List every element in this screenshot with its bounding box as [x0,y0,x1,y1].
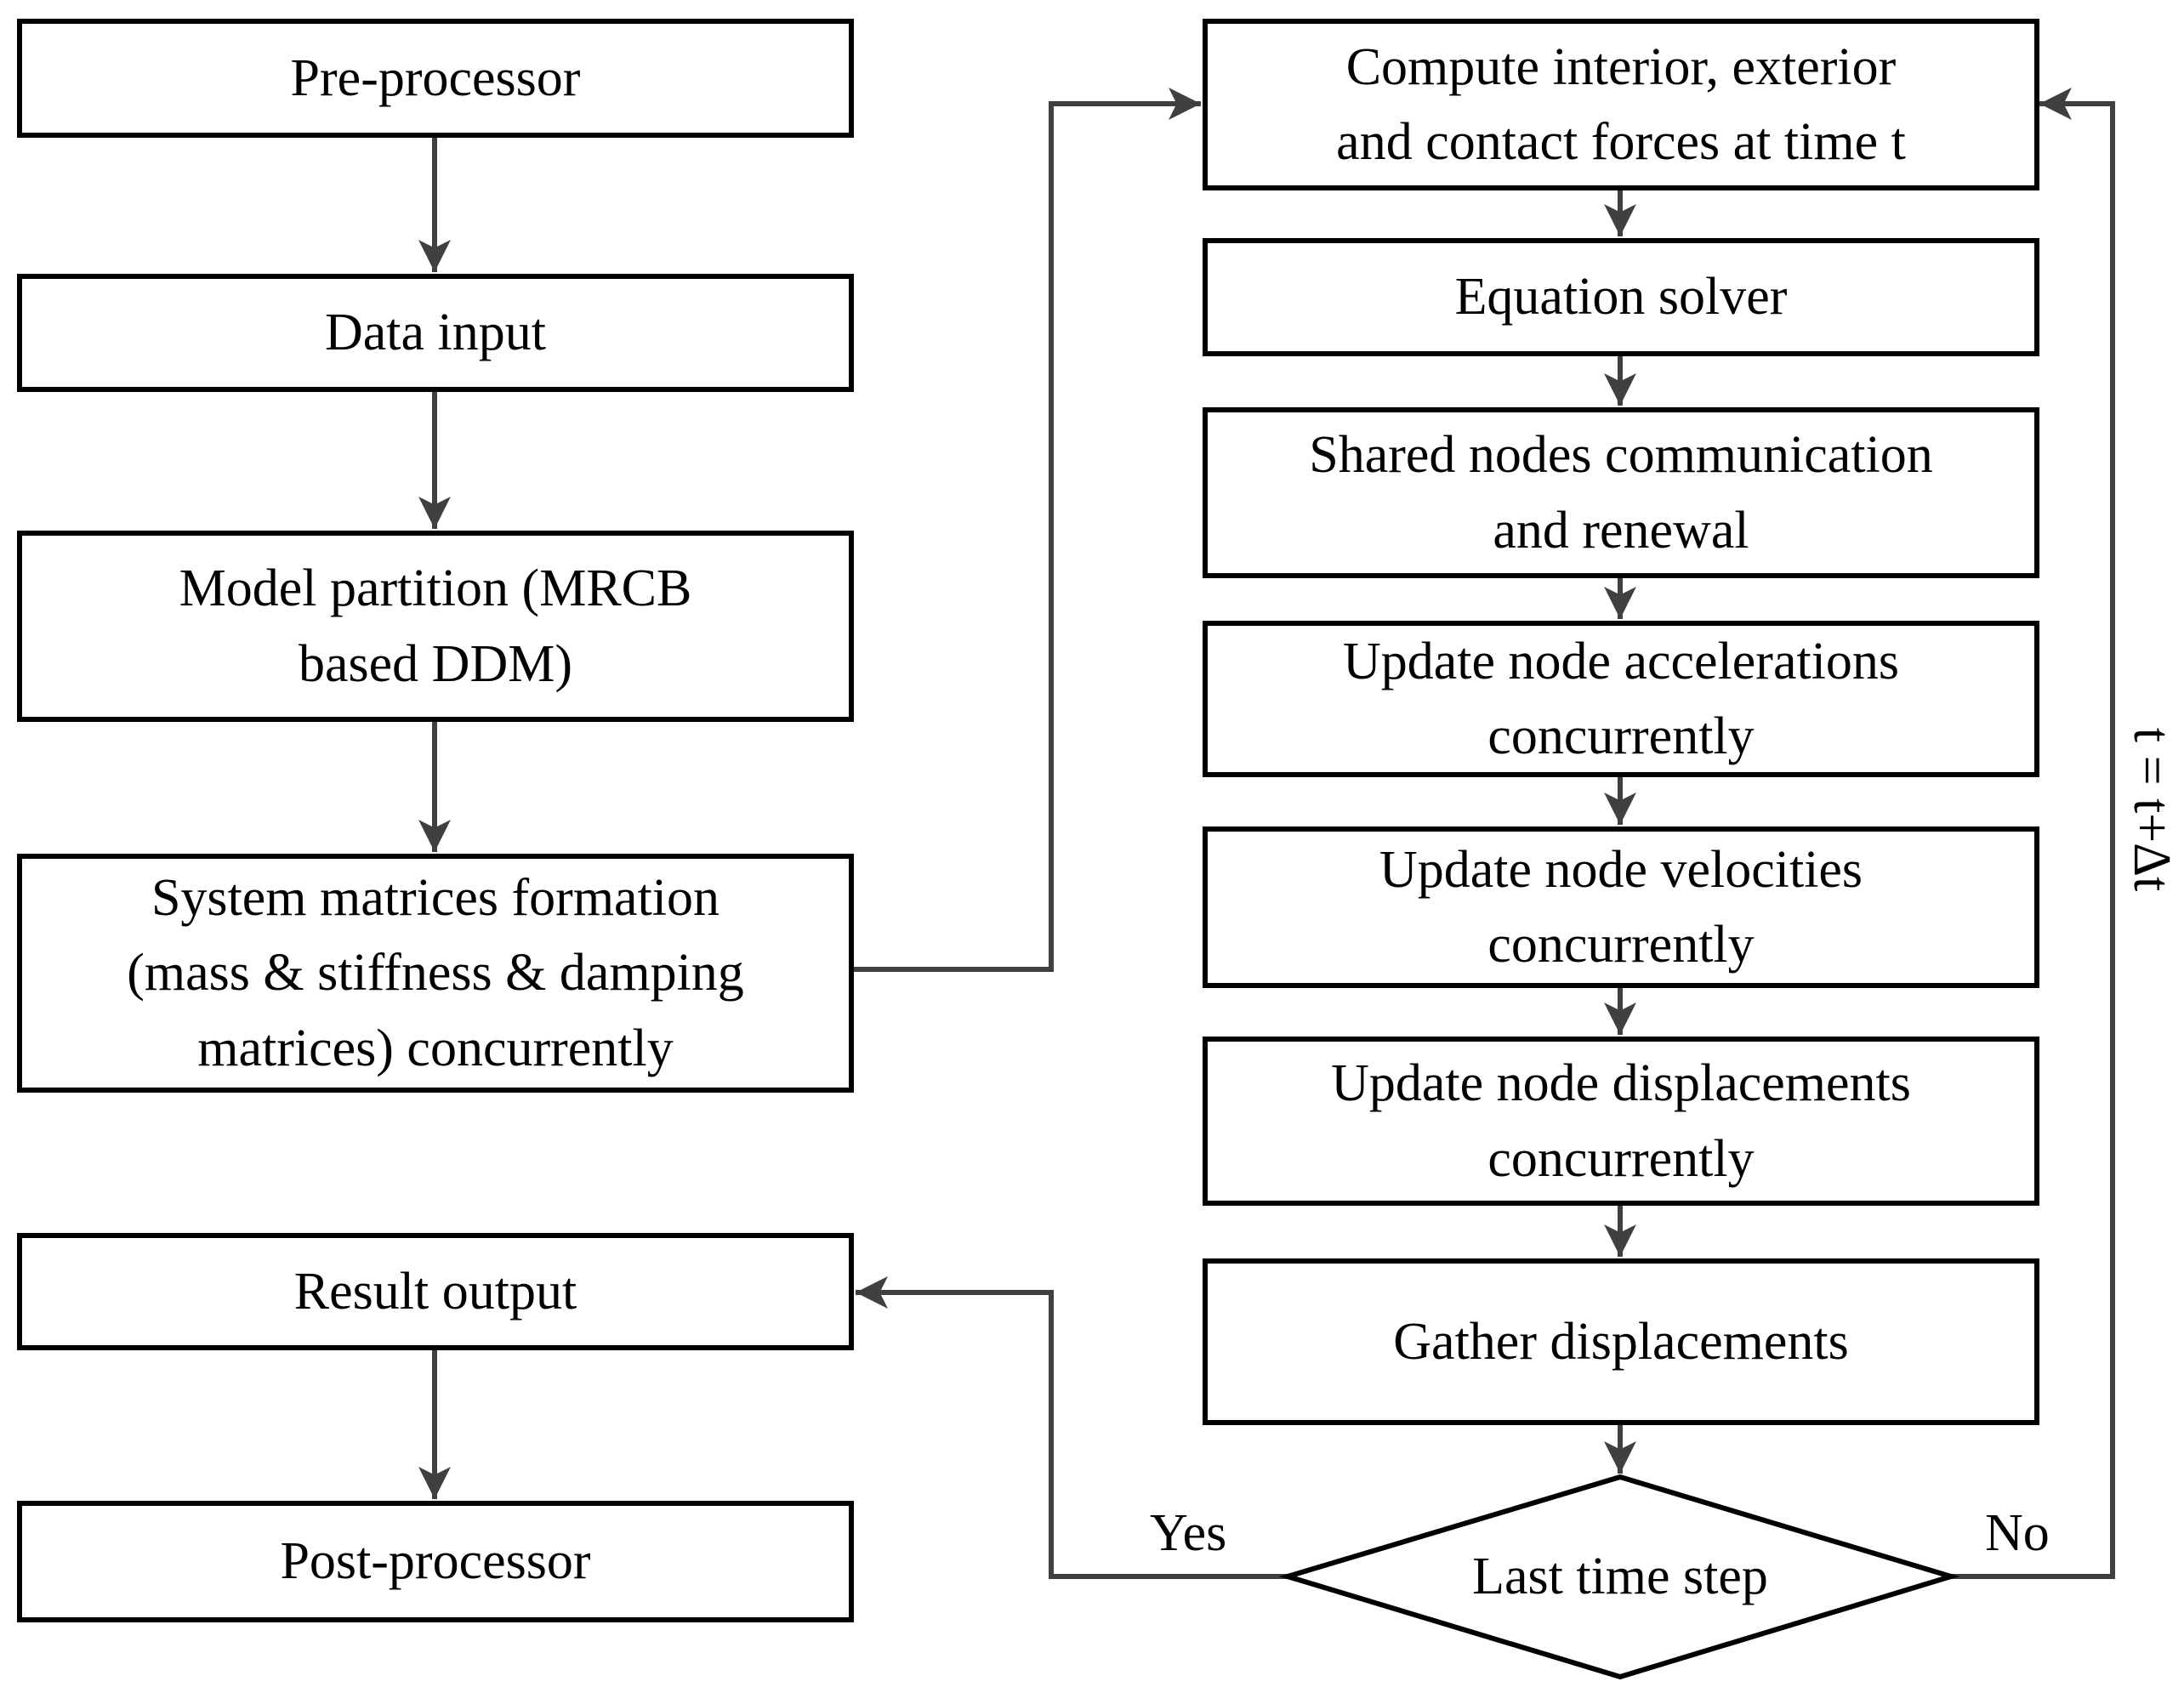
arrow-yes-to-result [856,1276,1288,1579]
shared-nodes-line-1: Shared nodes communication [1309,426,1933,485]
update-accelerations-line-2: concurrently [1487,707,1755,765]
arrow-no-loop-back [1951,88,2115,1579]
gather-displacements-label: Gather displacements [1393,1312,1849,1371]
decision-diamond [1278,1474,1960,1680]
no-label: No [1985,1504,2050,1562]
system-matrices-line-1: System matrices formation [151,869,720,928]
model-partition-line-1: Model partition (MRCB [179,559,692,618]
update-accelerations-box: Update node accelerations concurrently [1203,621,2039,777]
compute-forces-box: Compute interior, exterior and contact f… [1203,19,2039,190]
yes-label: Yes [1150,1504,1227,1562]
update-velocities-line-1: Update node velocities [1379,840,1863,899]
update-velocities-box: Update node velocities concurrently [1203,826,2039,988]
system-matrices-line-2: (mass & stiffness & damping [127,944,744,1003]
pre-processor-label: Pre-processor [290,48,581,107]
gather-displacements-box: Gather displacements [1203,1258,2039,1425]
model-partition-box: Model partition (MRCB based DDM) [17,531,854,722]
update-accelerations-line-1: Update node accelerations [1342,632,1900,690]
data-input-box: Data input [17,274,854,392]
shared-nodes-text: Shared nodes communication and renewal [1309,417,1933,567]
time-increment-label: t = t+Δt [2123,727,2181,892]
compute-forces-line-1: Compute interior, exterior [1345,37,1897,96]
update-displacements-line-2: concurrently [1487,1129,1755,1188]
update-displacements-line-1: Update node displacements [1331,1054,1911,1113]
equation-solver-box: Equation solver [1203,238,2039,356]
update-accelerations-text: Update node accelerations concurrently [1343,624,1899,774]
decision-label: Last time step [1472,1548,1768,1605]
result-output-box: Result output [17,1233,854,1350]
compute-forces-text: Compute interior, exterior and contact f… [1336,30,1906,179]
system-matrices-box: System matrices formation (mass & stiffn… [17,854,854,1093]
post-processor-label: Post-processor [280,1532,591,1591]
equation-solver-label: Equation solver [1454,268,1788,327]
result-output-label: Result output [293,1262,577,1321]
system-matrices-text: System matrices formation (mass & stiffn… [127,861,744,1085]
post-processor-box: Post-processor [17,1501,854,1622]
compute-forces-line-2: and contact forces at time t [1336,113,1906,171]
model-partition-text: Model partition (MRCB based DDM) [179,551,692,701]
data-input-label: Data input [325,304,546,362]
arrow-system-to-compute [854,88,1201,972]
system-matrices-line-3: matrices) concurrently [197,1019,674,1077]
update-displacements-text: Update node displacements concurrently [1331,1046,1911,1196]
shared-nodes-line-2: and renewal [1493,501,1749,559]
update-displacements-box: Update node displacements concurrently [1203,1037,2039,1206]
update-velocities-line-2: concurrently [1487,916,1755,974]
update-velocities-text: Update node velocities concurrently [1379,832,1863,982]
pre-processor-box: Pre-processor [17,19,854,138]
shared-nodes-box: Shared nodes communication and renewal [1203,407,2039,578]
model-partition-line-2: based DDM) [299,634,572,693]
